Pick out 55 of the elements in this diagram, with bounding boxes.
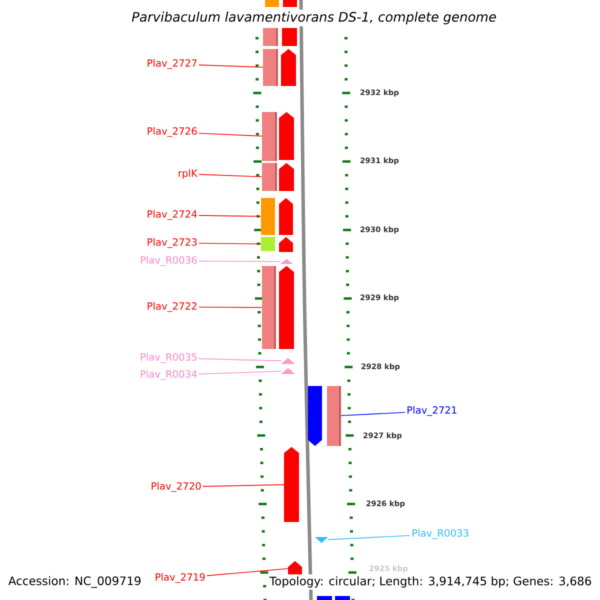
leader-line <box>198 215 262 217</box>
leader-line <box>198 132 262 137</box>
gene-block <box>279 112 294 160</box>
gene-bar <box>263 28 278 46</box>
gene-label: Plav_2726 <box>148 127 197 137</box>
leader-line <box>198 64 264 68</box>
gene-label: Plav_R0034 <box>140 370 197 380</box>
gene-label: Plav_2722 <box>148 302 196 312</box>
info-label: Topology: circular; Length: 3,914,745 bp; Genes: 3,686 <box>267 574 594 590</box>
gene-bar <box>262 163 277 191</box>
info-label: Accession: NC_009719 <box>6 574 144 590</box>
leader-line <box>198 260 280 262</box>
gene-bar <box>262 266 276 349</box>
gene-bar <box>262 112 277 161</box>
gene-label: Plav_2727 <box>148 59 197 69</box>
gene-block <box>281 49 296 86</box>
map-title: Parvibaculum lavamentivorans DS-1, complete genome <box>130 10 498 26</box>
rna-triangle <box>281 358 295 364</box>
rna-triangle <box>315 537 328 543</box>
gene-block <box>279 163 294 191</box>
gene-label: Plav_R0035 <box>140 353 197 363</box>
gene-label: Plav_2719 <box>156 573 205 583</box>
leader-line <box>206 568 288 576</box>
gene-label: Plav_R0033 <box>412 529 468 539</box>
gene-block <box>284 447 299 522</box>
gene-bar <box>327 386 341 446</box>
gene-label: Plav_2720 <box>152 482 201 492</box>
leader-line <box>328 535 410 540</box>
gene-block <box>288 561 302 575</box>
leader-line <box>198 358 282 362</box>
leader-line <box>202 484 284 487</box>
gene-block <box>308 386 322 446</box>
gene-label: rplK <box>178 169 198 179</box>
gene-label: Plav_R0036 <box>140 256 197 266</box>
gene-bar <box>261 237 275 251</box>
leader-line <box>340 412 406 416</box>
leader-line <box>198 174 262 178</box>
leader-line <box>198 370 282 374</box>
gene-block <box>279 237 293 252</box>
rna-triangle <box>280 259 293 264</box>
rna-triangle <box>281 368 295 374</box>
gene-label: Plav_2721 <box>408 406 456 416</box>
leader-line <box>198 242 262 244</box>
gene-bar <box>265 0 279 7</box>
gene-bar <box>263 49 278 86</box>
gene-label: Plav_2724 <box>148 210 197 220</box>
leader-line <box>198 306 262 308</box>
gene-bar <box>283 0 297 7</box>
gene-bar <box>261 198 275 235</box>
gene-block <box>279 266 294 349</box>
gene-bar <box>317 596 332 600</box>
gene-bar <box>282 28 297 46</box>
gene-label: Plav_2723 <box>148 238 197 248</box>
gene-block <box>279 198 293 235</box>
gene-bar <box>335 596 350 600</box>
